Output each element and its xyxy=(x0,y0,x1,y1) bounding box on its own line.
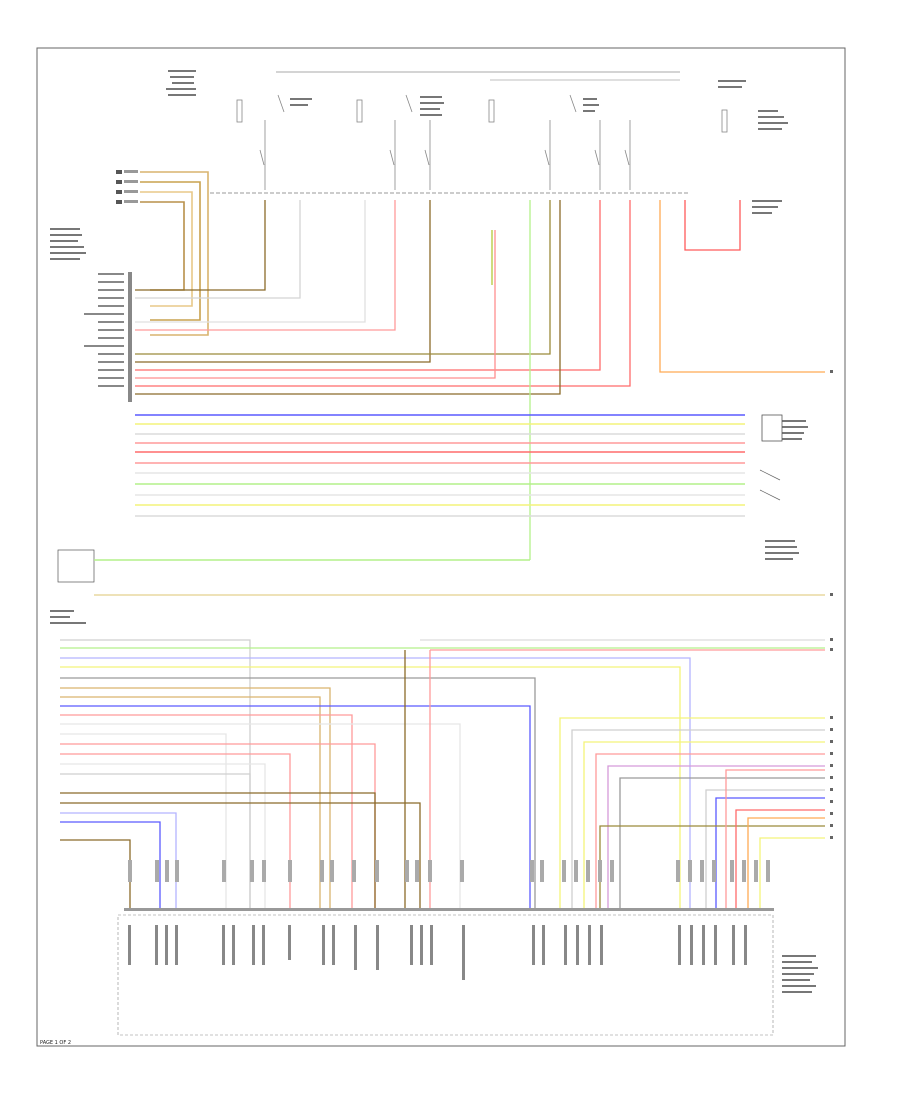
upper-harness xyxy=(135,200,825,395)
clock-spring xyxy=(761,414,783,442)
vertical-feeds xyxy=(404,639,825,910)
fuses xyxy=(236,94,728,190)
module-pins xyxy=(124,908,774,911)
page-label: PAGE 1 OF 2 xyxy=(40,1040,71,1046)
lower-harness-left xyxy=(60,639,825,910)
top-left-bundle xyxy=(140,171,209,336)
control-module-box xyxy=(117,914,774,1036)
middle-bus xyxy=(135,414,745,517)
steering-angle-sensor xyxy=(57,549,95,583)
label-blocks xyxy=(50,70,818,993)
module-pin-labels xyxy=(128,925,747,980)
switch-contacts xyxy=(759,469,781,501)
diagram-frame xyxy=(36,47,846,1047)
left-connector-pins xyxy=(128,272,132,402)
top-left-connector xyxy=(116,170,138,204)
right-terminals xyxy=(830,370,833,839)
lower-harness-right xyxy=(559,717,825,910)
wire-tags xyxy=(128,860,770,882)
left-connector-labels xyxy=(84,273,124,387)
